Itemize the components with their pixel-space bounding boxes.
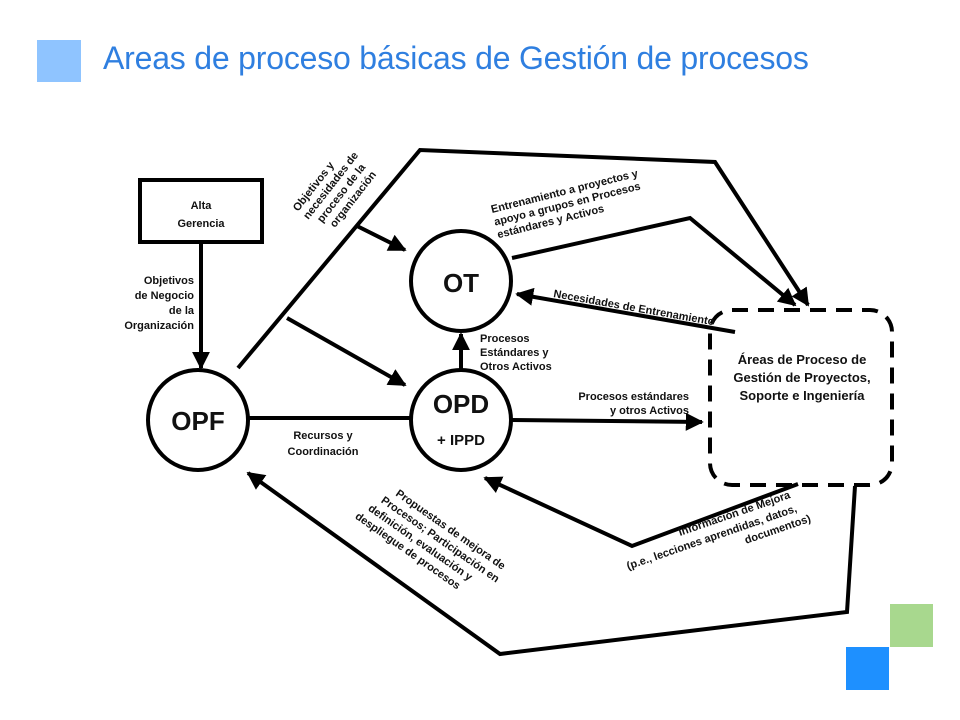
arrow-areas-to-opf [246,471,857,657]
svg-text:Objetivos: Objetivos [144,275,194,287]
procesos-activos-label: Procesos Estándares y Otros Activos [480,333,552,373]
alta-gerencia-label-1: Alta [191,200,213,212]
svg-text:de Negocio: de Negocio [135,290,195,302]
svg-text:de la: de la [169,305,195,317]
svg-text:Otros Activos: Otros Activos [480,361,552,373]
arrow-opf-to-areas-top [236,147,810,370]
page-title: Areas de proceso básicas de Gestión de p… [103,40,809,76]
propuestas-label: Propuestas de mejora de Procesos; Partic… [353,488,508,593]
arrow-ot-to-areas [511,215,797,307]
svg-text:Organización: Organización [124,320,194,332]
arrow-branch-to-opd [286,316,407,387]
ot-label: OT [443,268,479,298]
svg-text:Procesos: Procesos [480,333,530,345]
svg-text:Recursos y: Recursos y [293,430,353,442]
arrow-opd-to-areas [511,412,704,431]
areas-label-2: Gestión de Proyectos, [733,370,870,385]
corner-decor-green-square [890,604,933,647]
opd-label: OPD [433,389,489,419]
title-decor-square [37,40,81,82]
opf-label: OPF [171,406,224,436]
corner-decor-blue-square [846,647,889,690]
objetivos-necesidades-label: Objetivos y necesidades de proceso de la… [291,150,379,230]
entrenamiento-label: Entrenamiento a proyectos y apoyo a grup… [490,168,642,242]
alta-gerencia-label-2: Gerencia [177,218,225,230]
svg-text:Estándares y: Estándares y [480,347,549,359]
informacion-mejora-label: Información de Mejora (p.e., lecciones a… [625,489,813,573]
arrow-areas-to-opd [483,476,799,549]
svg-text:Procesos estándares: Procesos estándares [578,391,689,403]
ippd-label: + IPPD [437,432,485,449]
areas-label-1: Áreas de Proceso de [738,352,867,367]
opd-node [409,368,513,472]
svg-text:Coordinación: Coordinación [288,446,359,458]
procesos-estandares-label: Procesos estándares y otros Activos [578,391,689,417]
alta-gerencia-box [138,178,264,244]
objetivos-negocio-label: Objetivos de Negocio de la Organización [124,275,195,332]
ot-node [409,229,513,333]
areas-label-3: Soporte e Ingeniería [740,388,866,403]
recursos-label: Recursos y Coordinación [288,430,359,458]
arrow-objetivos-to-ot [356,224,407,252]
arrow-areas-to-ot [515,287,736,334]
areas-proceso-box [708,308,894,487]
necesidades-entrenamiento-label: Necesidades de Entrenamiento [552,288,715,328]
svg-text:y otros Activos: y otros Activos [610,405,689,417]
